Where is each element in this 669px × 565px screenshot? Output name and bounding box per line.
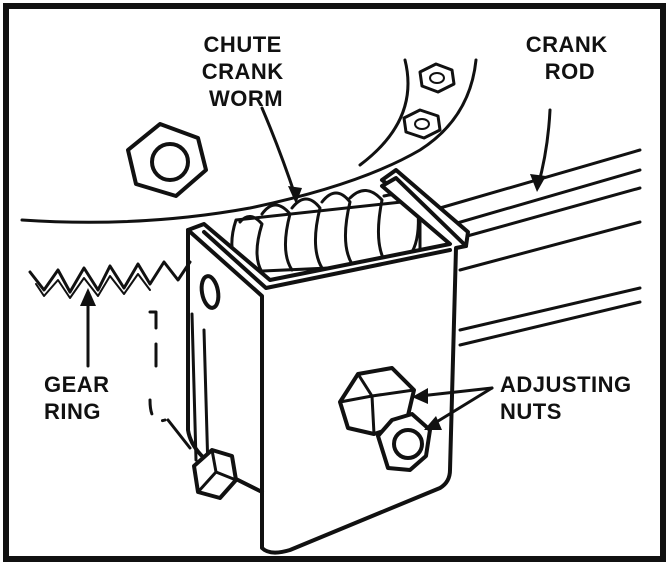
label-adjusting-nuts: ADJUSTING NUTS [500,372,638,424]
bracket-nut-lower-left [192,448,238,500]
hex-nut-upper-left [126,122,208,198]
leader-chute-crank-worm [260,106,302,204]
adjusting-nuts [338,366,432,472]
gear-ring [28,260,192,299]
label-crank-rod: CRANK ROD [526,32,615,84]
plate-bolt-mid [402,108,442,140]
plate-bolt-top [418,62,456,94]
label-gear-ring: GEAR RING [44,372,116,424]
diagram-border [3,3,666,562]
chute-base-plate [20,58,478,224]
leader-crank-rod [530,108,552,192]
label-chute-crank-worm: CHUTE CRANK WORM [202,32,291,111]
hidden-gear-outline [148,310,192,450]
leader-gear-ring [80,288,96,368]
leader-adjusting-nuts [412,386,494,430]
